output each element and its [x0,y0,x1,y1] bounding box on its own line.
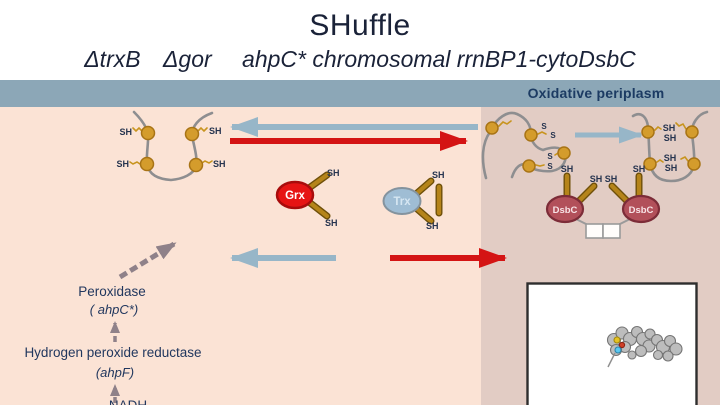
ahpf-gene-label: (ahpF) [96,365,134,380]
sh-label: SH [663,123,676,133]
glutaredoxin: Grx SH SH [275,168,340,228]
sh-label: SH [116,159,129,169]
sh-label: SH [605,174,618,184]
disulfide-link [498,120,512,127]
native-protein-periplasm: SH SH SH SH [631,110,709,183]
grx-label: Grx [285,190,305,202]
sh-label: SH [664,133,677,143]
genotype-gor: Δgor [162,46,212,72]
thiol-link [129,161,141,165]
cysteine-residue [184,126,200,142]
dimerization-domain [585,223,604,239]
ligand-tail [607,352,616,368]
top-equilibrium-arrows [230,117,478,151]
ligand-atom-yellow [613,336,621,344]
sh-label: SH [209,126,222,136]
pathway-diagonal-arrow [118,241,177,280]
sh-label: SH [432,170,445,180]
thiol-link [201,160,213,164]
sh-label: SH [561,164,574,174]
cysteine-residue [485,121,499,135]
dsbc-enzyme [545,194,585,224]
dsbc-enzyme [621,194,661,224]
dsbc-label: DsbC [553,205,578,216]
cysteine-residue [524,128,538,142]
page-title: SHuffle [309,9,411,42]
cysteine-residue [557,146,571,160]
cysteine-residue [643,157,657,171]
cysteine-residue [188,157,204,173]
sh-label: SH [590,174,603,184]
periplasm-band: Oxidative periplasm [0,80,720,107]
sh-label: SH [665,163,678,173]
thiol-link [197,126,208,133]
trx-label: Trx [393,196,411,208]
thioredoxin: Trx SH SH [382,170,445,231]
sh-label: SH [426,221,439,231]
reductase-label: Hydrogen peroxide reductase [24,345,201,360]
thiol-link [654,125,662,131]
sh-label: SH [213,159,226,169]
ligand-atom-cyan [614,346,622,354]
dimerization-domain [602,223,621,239]
grx-enzyme [275,180,315,210]
genotype-subtitle: ΔtrxB Δgor ahpC* chromosomal rrnBP1-cyto… [0,46,720,73]
dsbc-dimer: DsbC DsbC SH SH SH SH [545,164,661,239]
protein-structure-box [526,282,698,405]
cysteine-residue [140,125,156,141]
misoxidized-protein-periplasm: S S S S [481,111,571,180]
s-label: S [547,152,553,161]
ligand-atom-red [618,341,626,349]
sh-label: SH [664,153,677,163]
thiol-link [680,155,689,162]
cysteine-residue [641,125,655,139]
cysteine-residue [687,157,701,171]
ahpc-gene-label: ( ahpC*) [90,302,138,317]
disulfide-link [535,164,545,167]
cysteine-residue [139,156,155,172]
cysteine-residue [522,159,536,173]
nadh-label: NADH [109,398,147,405]
disulfide-link [537,131,547,135]
cysteine-residue [685,125,699,139]
s-label: S [550,131,556,140]
sh-label: SH [327,168,340,178]
trx-enzyme [382,187,422,215]
s-label: S [541,122,547,131]
genotype-ahpc: ahpC* chromosomal rrnBP1-cytoDsbC [242,46,636,72]
sh-label: SH [633,164,646,174]
sh-label: SH [119,127,132,137]
thiol-link [132,126,143,133]
s-label: S [547,162,553,171]
reduced-protein-cytoplasm: SH SH SH SH [116,110,226,182]
oxidative-periplasm-label: Oxidative periplasm [527,85,665,101]
thiol-link [675,122,687,130]
peroxidase-pathway: Peroxidase ( ahpC*) Hydrogen peroxide re… [24,241,202,405]
protein-structure [606,325,683,368]
genotype-trxb: ΔtrxB [84,46,141,72]
sh-label: SH [325,218,338,228]
thiol-link [656,159,664,163]
peroxidase-label: Peroxidase [78,284,146,299]
dsbc-label: DsbC [629,205,654,216]
